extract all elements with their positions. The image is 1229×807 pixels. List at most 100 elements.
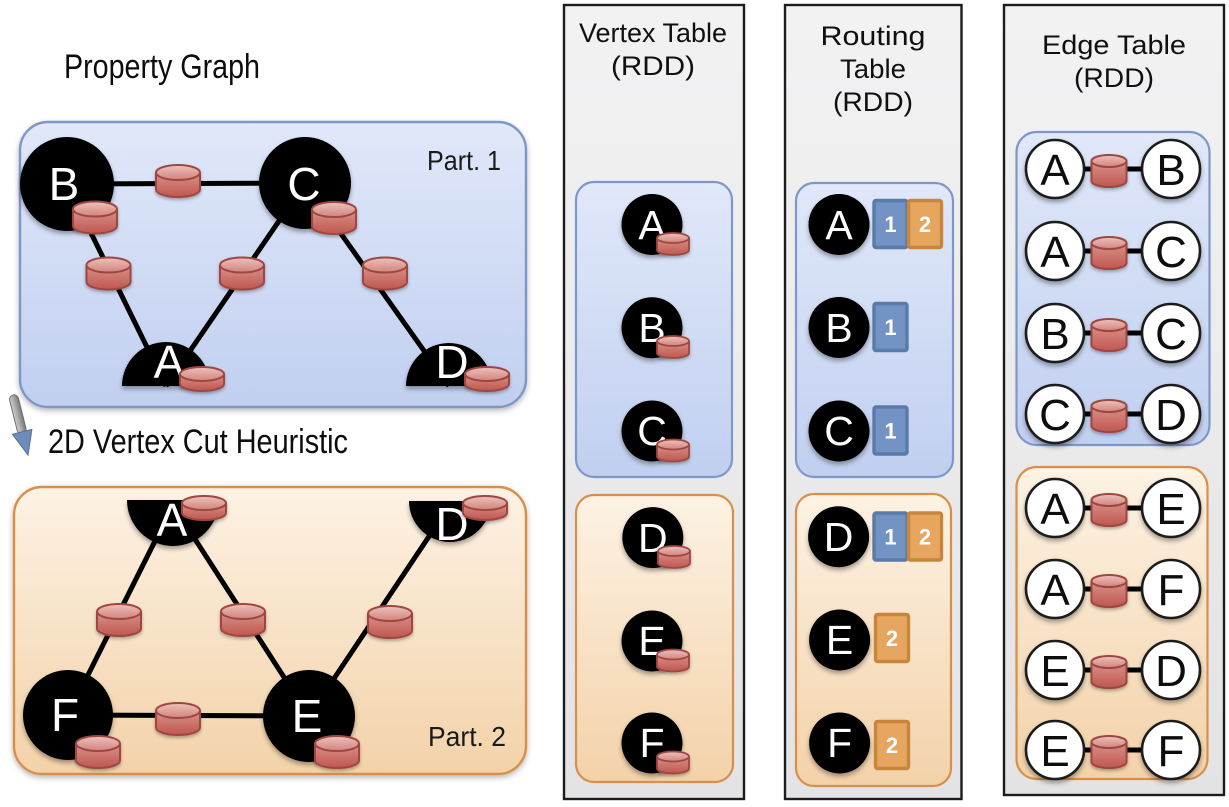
vertex-property-cylinder-b [72, 200, 118, 235]
routing-table-partition2-box: D 1 2 E 2 F 2 [794, 492, 953, 788]
vertex-property-cylinder-a [179, 366, 225, 392]
vertex-label-f: F [51, 689, 79, 741]
edge-row-bc-dst: C [1155, 310, 1187, 359]
property-graph-title: Property Graph [64, 48, 260, 86]
vertex-cut-heuristic-label: 2D Vertex Cut Heuristic [48, 423, 348, 461]
vertex-table-cylinder-a [656, 232, 690, 256]
routing-table-column: Routing Table (RDD) A 1 2 B 1 C 1 D 1 [783, 3, 963, 801]
edge-property-cylinder-ca [219, 256, 265, 291]
edge-row-ae-src: A [1040, 485, 1070, 534]
routing-node-a [808, 194, 870, 255]
arrow-head [11, 428, 33, 457]
vertex-label-c: C [287, 158, 320, 210]
vertex-table-partition1-box: A B C [574, 180, 734, 479]
edge-row-af-dst: F [1158, 566, 1185, 615]
vertex-table-title-line1: Vertex Table [579, 18, 727, 48]
edge-row-ac-src-circle [1024, 220, 1086, 282]
edge-property-cylinder-ba [85, 256, 132, 291]
edge-row-ab: A B [1024, 138, 1202, 200]
edge-row-ae-dst: E [1156, 485, 1185, 534]
partition-1-label: Part. 1 [427, 145, 501, 176]
routing-node-e [809, 609, 871, 671]
edge-row-ef-cylinder [1090, 735, 1128, 769]
vertex-property-cylinder-e [314, 735, 360, 769]
property-graph-section: Property Graph Part. 1 B C A D [9, 48, 528, 776]
routing-badge-b-1-num: 1 [884, 315, 896, 340]
routing-badge-c-1 [872, 405, 909, 456]
routing-badge-a-2-num: 2 [919, 212, 931, 237]
edge-row-ac-dst-circle [1140, 220, 1202, 282]
vertex-property-cylinder-c [311, 201, 357, 235]
edge-row-ed-cylinder [1090, 655, 1128, 689]
routing-label-b: B [825, 305, 852, 351]
edge-row-cd-dst-circle [1140, 383, 1202, 445]
edge-row-af-src: A [1040, 566, 1070, 615]
routing-table-title-line2: Table [840, 54, 906, 84]
edge-table-partition1-rect [1015, 130, 1211, 447]
routing-badge-a-1-num: 1 [884, 212, 896, 237]
edge-row-bc-dst-circle [1140, 302, 1202, 364]
vertex-cut-arrow [9, 394, 33, 457]
edge-property-cylinder-ae [220, 603, 266, 637]
edge-row-cd-src-circle [1024, 383, 1086, 445]
routing-badge-d-2 [906, 511, 944, 562]
routing-node-f [809, 712, 871, 774]
vertex-table-cylinder-c [656, 438, 690, 463]
edge-row-cd: C D [1024, 383, 1202, 445]
edge-table-column: Edge Table (RDD) A B A C [1002, 3, 1226, 797]
routing-label-e: E [826, 617, 853, 663]
edge-property-cylinder-bc [155, 164, 201, 198]
edge-table-partition1-box: A B A C B C [1015, 130, 1211, 447]
partition-2-box [12, 485, 528, 776]
edge-row-ab-cylinder [1090, 154, 1128, 188]
edge-row-af-src-circle [1024, 558, 1086, 620]
routing-badge-f-2-num: 2 [886, 733, 898, 758]
vertex-label-b: B [49, 158, 80, 210]
edge-row-ac-src: A [1040, 228, 1070, 277]
edge-row-ed-src: E [1040, 647, 1069, 696]
vertex-table-partition2-box: D E F [574, 493, 735, 784]
edge-row-ac-dst: C [1155, 228, 1187, 277]
edge-row-cd-cylinder [1090, 399, 1128, 433]
edge-row-af: A F [1024, 558, 1202, 620]
edge-row-ef-src: E [1040, 727, 1069, 776]
edge-row-ed-dst: D [1155, 647, 1187, 696]
routing-node-d [808, 506, 870, 568]
edge-row-cd-src: C [1039, 391, 1071, 440]
routing-node-b [808, 297, 870, 358]
edge-row-bc-src: B [1040, 310, 1069, 359]
routing-node-c [808, 400, 870, 462]
routing-badge-e-2-num: 2 [886, 626, 898, 651]
edge-row-ed-dst-circle [1140, 639, 1202, 701]
edge-property-cylinder-af [96, 603, 142, 637]
routing-badge-d-2-num: 2 [919, 525, 931, 550]
routing-label-f: F [827, 720, 852, 766]
routing-badge-d-1-num: 1 [884, 525, 896, 550]
routing-label-c: C [824, 408, 854, 454]
edge-row-bc-cylinder [1090, 318, 1128, 352]
edge-row-bc-src-circle [1024, 302, 1086, 364]
edge-row-ed-src-circle [1024, 639, 1086, 701]
edge-table-partition2-rect [1015, 465, 1209, 781]
edge-row-af-dst-circle [1140, 558, 1202, 620]
partition-1-group: Part. 1 B C A D [18, 120, 528, 409]
edge-table-title-line2: (RDD) [1074, 63, 1154, 93]
vertex-table-title-line2: (RDD) [611, 51, 695, 81]
edge-property-cylinder-de [367, 605, 413, 639]
edge-property-cylinder-fe [155, 702, 201, 736]
edge-row-ae-dst-circle [1140, 477, 1202, 539]
vertex-table-column: Vertex Table (RDD) A B C D E F [562, 3, 746, 801]
edge-row-cd-dst: D [1155, 391, 1187, 440]
routing-badge-f-2 [873, 719, 911, 771]
routing-badge-b-1 [872, 301, 909, 353]
edge-row-ef-dst: F [1158, 727, 1185, 776]
vertex-property-cylinder-d [464, 366, 510, 392]
edge-row-ab-dst-circle [1140, 138, 1202, 200]
vertex-property-cylinder-d2 [462, 495, 508, 521]
edge-table-title-line1: Edge Table [1042, 30, 1186, 60]
vertex-property-cylinder-a2 [181, 495, 227, 521]
edge-row-ae-cylinder [1090, 493, 1128, 527]
vertex-label-e: E [292, 690, 323, 742]
routing-label-d: D [824, 514, 854, 560]
